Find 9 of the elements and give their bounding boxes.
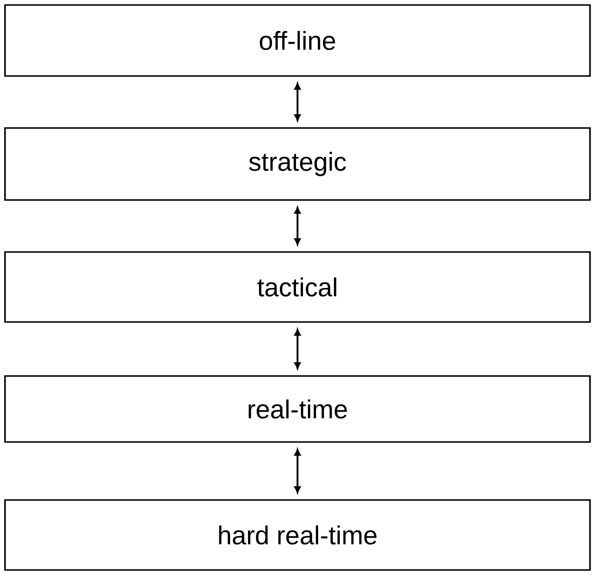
level-box: hard real-time — [4, 499, 591, 571]
double-arrow — [294, 83, 301, 121]
level-box: off-line — [4, 4, 591, 77]
level-box: tactical — [4, 251, 591, 323]
level-box: real-time — [4, 375, 591, 443]
double-arrow — [294, 449, 301, 493]
level-box: strategic — [4, 127, 591, 201]
double-arrow — [294, 207, 301, 245]
double-arrow — [294, 329, 301, 369]
